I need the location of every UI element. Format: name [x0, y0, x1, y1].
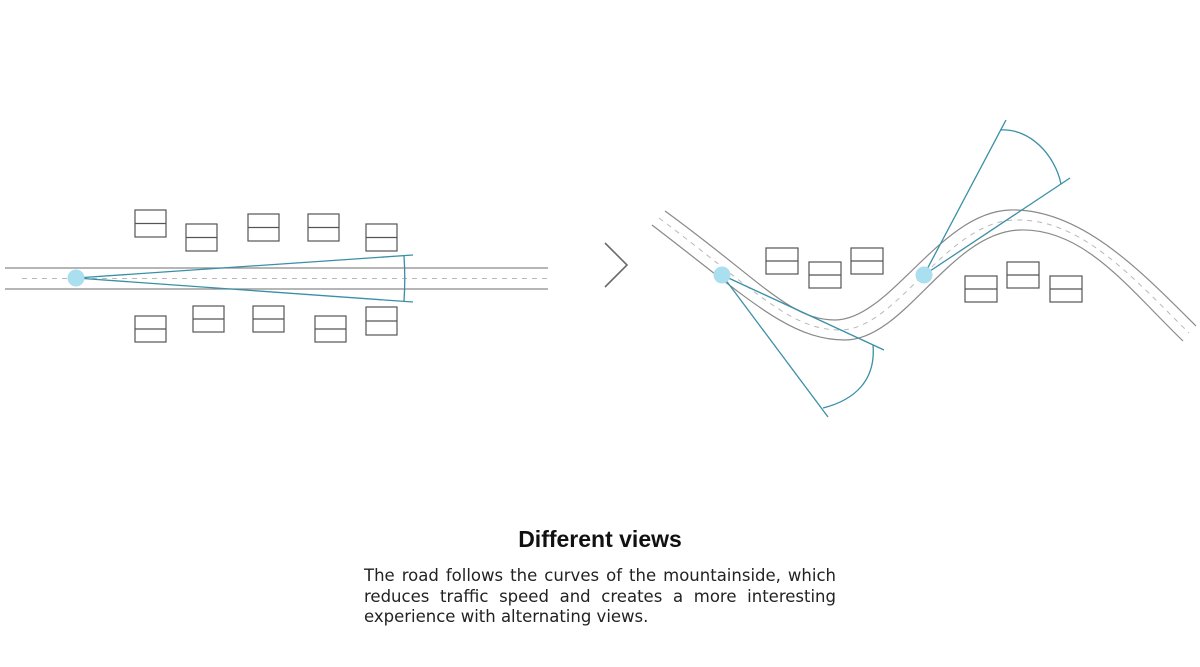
viewpoint-marker [915, 266, 933, 284]
view-cone-wide-upper [923, 119, 1071, 276]
building [365, 223, 398, 252]
view-cone-wide-lower [721, 274, 885, 418]
buildings-curve-right [964, 261, 1083, 303]
building [307, 213, 340, 242]
building [808, 261, 842, 289]
building [850, 247, 884, 275]
curved-road-scheme [651, 119, 1197, 418]
buildings-top-row [134, 209, 398, 252]
building [252, 305, 285, 333]
building [365, 306, 398, 336]
building [314, 315, 347, 343]
road-edge-bottom [651, 224, 1184, 342]
building [765, 247, 799, 275]
straight-road-scheme [5, 209, 548, 343]
building [964, 275, 998, 303]
viewpoint-marker [67, 269, 85, 287]
curved-road [651, 209, 1197, 342]
caption-title: Different views [518, 526, 682, 552]
caption-body: The road follows the curves of the mount… [364, 566, 836, 626]
building [134, 315, 167, 343]
building [1006, 261, 1040, 289]
road-edge-top [664, 209, 1197, 327]
building [1049, 275, 1083, 303]
building [185, 223, 218, 252]
viewpoint-marker [713, 266, 731, 284]
view-cone-narrow [75, 254, 414, 303]
building [134, 209, 167, 238]
building [247, 213, 280, 242]
building [192, 305, 225, 333]
buildings-bottom-row [134, 305, 398, 343]
buildings-curve-left [765, 247, 884, 289]
straight-road [5, 267, 548, 290]
chevron-right-icon [604, 242, 629, 288]
